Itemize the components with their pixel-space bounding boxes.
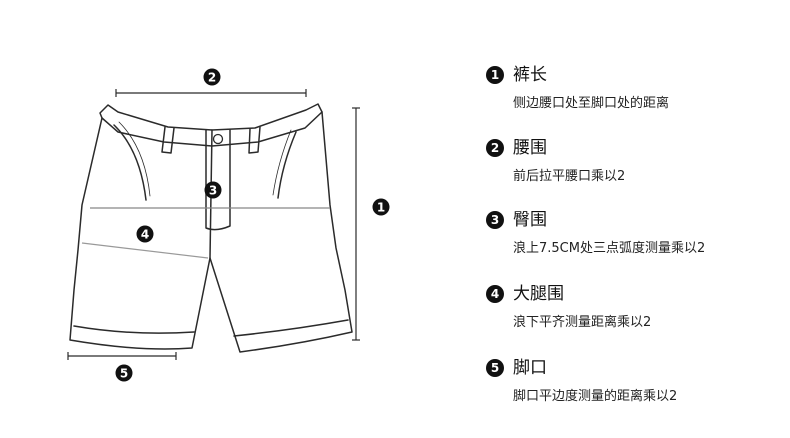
legend-description: 浪上7.5CM处三点弧度测量乘以2 [513, 241, 706, 256]
marker-waist: 2 [203, 68, 221, 86]
marker-hem: 5 [115, 364, 133, 382]
legend-title: 大腿围 [513, 284, 564, 304]
legend-title: 臀围 [513, 210, 547, 230]
shorts-outline [69, 111, 353, 353]
legend-description: 脚口平边度测量的距离乘以2 [513, 389, 678, 404]
belt-loop-right [248, 126, 261, 154]
marker-waist-label: 2 [208, 71, 216, 85]
belt-loop-left [161, 126, 175, 154]
marker-hip: 3 [204, 181, 222, 199]
shorts-diagram: 2 1 3 4 5 [67, 68, 390, 382]
marker-length: 1 [372, 198, 390, 216]
marker-hem-label: 5 [120, 367, 128, 381]
right-hem-band [233, 319, 349, 337]
legend-title: 裤长 [513, 65, 547, 85]
legend-number-badge: 4 [486, 285, 504, 303]
marker-length-label: 1 [377, 201, 385, 215]
waistband-outline [99, 103, 323, 147]
left-pocket-stitch [118, 121, 151, 197]
legend-description: 浪下平齐测量距离乘以2 [513, 315, 652, 330]
waist-button [212, 133, 224, 145]
legend-number-badge: 5 [486, 359, 504, 377]
right-pocket-stitch [272, 129, 292, 196]
left-pocket [113, 124, 147, 201]
legend-description: 侧边腰口处至脚口处的距离 [513, 96, 670, 111]
legend-number-badge: 3 [486, 211, 504, 229]
marker-thigh: 4 [136, 225, 154, 243]
legend-number-badge: 2 [486, 139, 504, 157]
fly-seam [205, 129, 231, 231]
legend-number-badge: 1 [486, 66, 504, 84]
marker-thigh-label: 4 [141, 228, 149, 242]
legend-title: 脚口 [513, 358, 547, 378]
right-pocket [277, 131, 297, 199]
thigh-measure-line [81, 242, 209, 259]
left-hem-band [73, 325, 195, 334]
legend-title: 腰围 [513, 138, 547, 158]
marker-hip-label: 3 [209, 184, 217, 198]
legend-description: 前后拉平腰口乘以2 [513, 169, 626, 184]
